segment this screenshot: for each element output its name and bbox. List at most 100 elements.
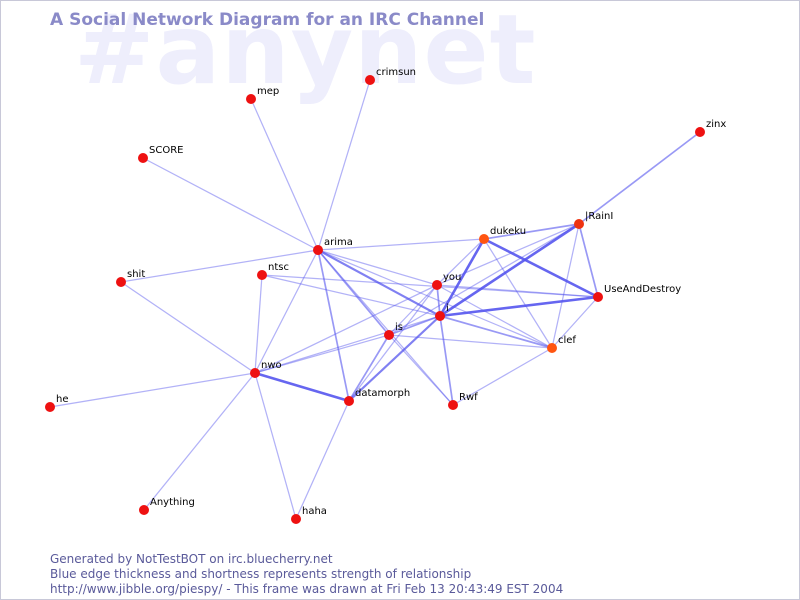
node-label-clef: clef (558, 335, 576, 346)
edge-ntsc-i (261, 274, 441, 317)
edge-IRainl-i (439, 222, 580, 318)
node-dot-shit (116, 277, 126, 287)
edge-nwo-haha (254, 372, 297, 520)
edge-i-nwo (254, 315, 441, 374)
node-dot-arima (313, 245, 323, 255)
node-arima: arima (313, 237, 353, 255)
edge-dukeku-clef (483, 238, 553, 349)
node-haha: haha (291, 506, 327, 524)
edge-i-Rwf (439, 315, 454, 406)
edge-arima-dukeku (317, 238, 485, 251)
footer-generated-by: Generated by NotTestBOT on irc.bluecherr… (50, 552, 333, 566)
node-SCORE: SCORE (138, 145, 183, 163)
node-dot-Rwf (448, 400, 458, 410)
edge-you-UseAndDestroy (436, 284, 599, 298)
node-label-nwo: nwo (261, 360, 282, 371)
node-label-ntsc: ntsc (268, 262, 289, 273)
edge-is-datamorph (348, 334, 390, 402)
edge-arima-Rwf (317, 249, 454, 406)
edge-i-UseAndDestroy (439, 295, 599, 318)
edge-arima-i (317, 249, 441, 317)
node-dot-i (435, 311, 445, 321)
edge-dukeku-you (436, 238, 485, 286)
edge-crimsun-arima (317, 79, 371, 251)
node-dot-haha (291, 514, 301, 524)
edges-layer (49, 79, 701, 520)
node-i: i (435, 303, 449, 321)
node-dot-zinx (695, 127, 705, 137)
edge-you-clef (436, 284, 553, 349)
node-dot-Anything (139, 505, 149, 515)
edge-IRainl-clef (551, 223, 580, 349)
node-dot-crimsun (365, 75, 375, 85)
edge-zinx-IRainl (578, 131, 701, 225)
node-dot-SCORE (138, 153, 148, 163)
node-IRainl: |RainI (574, 211, 613, 229)
edge-is-nwo (254, 334, 390, 374)
node-dot-you (432, 280, 442, 290)
node-dukeku: dukeku (479, 226, 526, 244)
node-Anything: Anything (139, 497, 195, 515)
node-label-is: is (395, 322, 403, 333)
node-label-mep: mep (257, 86, 279, 97)
edge-nwo-Anything (143, 372, 256, 511)
footer: Generated by NotTestBOT on irc.bluecherr… (50, 552, 563, 597)
node-dot-UseAndDestroy (593, 292, 603, 302)
edge-arima-nwo (254, 249, 319, 374)
edge-IRainl-you (436, 223, 580, 286)
node-UseAndDestroy: UseAndDestroy (593, 284, 681, 302)
node-nwo: nwo (250, 360, 282, 378)
node-label-Rwf: Rwf (459, 392, 478, 403)
node-label-you: you (443, 272, 461, 283)
edge-datamorph-haha (295, 400, 350, 520)
edge-nwo-he (49, 372, 256, 408)
node-shit: shit (116, 269, 145, 287)
edge-IRainl-is (388, 223, 580, 336)
edge-UseAndDestroy-clef (551, 296, 599, 349)
edge-clef-Rwf (452, 347, 553, 406)
edge-i-clef (439, 315, 553, 349)
edge-ntsc-UseAndDestroy (261, 274, 599, 298)
edge-mep-arima (250, 98, 319, 251)
node-mep: mep (246, 86, 279, 104)
edge-dukeku-i (438, 238, 486, 317)
node-crimsun: crimsun (365, 67, 416, 85)
node-label-IRainl: |RainI (585, 211, 613, 222)
node-ntsc: ntsc (257, 262, 289, 280)
edge-is-clef (388, 334, 553, 349)
footer-legend-note: Blue edge thickness and shortness repres… (50, 567, 472, 581)
node-label-he: he (56, 394, 69, 405)
edge-you-is (388, 284, 438, 336)
node-dot-IRainl (574, 219, 584, 229)
node-dot-clef (547, 343, 557, 353)
edge-arima-clef (317, 249, 553, 349)
nodes-layer: crimsunmepzinxSCORE|RainIdukekuarimantsc… (45, 67, 726, 524)
edge-IRainl-UseAndDestroy (578, 223, 599, 298)
diagram-title: A Social Network Diagram for an IRC Chan… (50, 10, 485, 30)
footer-source-and-time: http://www.jibble.org/piespy/ - This fra… (50, 582, 564, 596)
node-label-arima: arima (324, 237, 353, 248)
node-label-crimsun: crimsun (376, 67, 416, 78)
edge-SCORE-arima (142, 157, 319, 251)
node-label-datamorph: datamorph (355, 388, 410, 399)
node-label-shit: shit (127, 269, 145, 280)
node-is: is (384, 322, 403, 340)
node-label-UseAndDestroy: UseAndDestroy (604, 284, 681, 295)
node-label-haha: haha (302, 506, 327, 517)
node-label-i: i (446, 303, 449, 314)
edge-you-i (436, 284, 441, 317)
node-clef: clef (547, 335, 576, 353)
node-datamorph: datamorph (344, 388, 410, 406)
node-dot-mep (246, 94, 256, 104)
node-dot-ntsc (257, 270, 267, 280)
node-label-SCORE: SCORE (149, 145, 183, 156)
edge-nwo-datamorph (254, 371, 350, 403)
edge-you-datamorph (348, 284, 438, 402)
node-dot-datamorph (344, 396, 354, 406)
edge-arima-is (317, 249, 390, 336)
edge-i-datamorph (348, 315, 441, 402)
node-dot-dukeku (479, 234, 489, 244)
node-label-dukeku: dukeku (490, 226, 526, 237)
node-Rwf: Rwf (448, 392, 478, 410)
edge-shit-arima (120, 249, 319, 283)
